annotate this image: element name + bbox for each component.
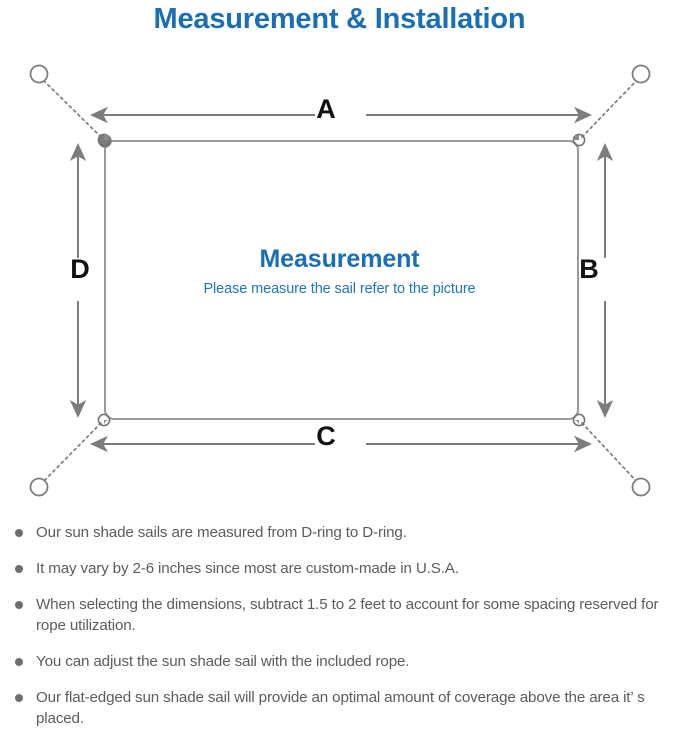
rope-line-top-right bbox=[581, 77, 640, 138]
notes-list: Our sun shade sails are measured from D-… bbox=[0, 522, 679, 729]
anchor-post-top-right bbox=[631, 64, 651, 84]
d-ring-top-left bbox=[97, 133, 112, 148]
bullet-dot-icon bbox=[15, 658, 23, 666]
d-ring-bottom-right bbox=[572, 413, 586, 427]
d-ring-bottom-left bbox=[97, 413, 111, 427]
anchor-post-bottom-left bbox=[29, 477, 49, 497]
sail-rectangle bbox=[104, 140, 579, 420]
measurement-diagram: Measurement Please measure the sail refe… bbox=[0, 46, 679, 508]
note-text: Our flat-edged sun shade sail will provi… bbox=[36, 689, 645, 727]
list-item: You can adjust the sun shade sail with t… bbox=[9, 651, 665, 672]
note-text: You can adjust the sun shade sail with t… bbox=[36, 653, 410, 670]
list-item: It may vary by 2-6 inches since most are… bbox=[9, 558, 665, 579]
rope-line-bottom-left bbox=[40, 422, 102, 485]
bullet-dot-icon bbox=[15, 694, 23, 702]
anchor-post-top-left bbox=[29, 64, 49, 84]
list-item: Our sun shade sails are measured from D-… bbox=[9, 522, 665, 543]
d-ring-top-right bbox=[572, 133, 586, 147]
page-title: Measurement & Installation bbox=[153, 3, 526, 35]
note-text: It may vary by 2-6 inches since most are… bbox=[36, 560, 459, 577]
diagram-svg bbox=[29, 64, 651, 497]
bullet-dot-icon bbox=[15, 601, 23, 609]
note-text: Our sun shade sails are measured from D-… bbox=[36, 524, 407, 541]
rope-line-top-left bbox=[40, 77, 102, 138]
rope-line-bottom-right bbox=[581, 422, 640, 485]
list-item: When selecting the dimensions, subtract … bbox=[9, 594, 665, 636]
note-text: When selecting the dimensions, subtract … bbox=[36, 596, 659, 634]
bullet-dot-icon bbox=[15, 529, 23, 537]
anchor-post-bottom-right bbox=[631, 477, 651, 497]
bullet-dot-icon bbox=[15, 565, 23, 573]
list-item: Our flat-edged sun shade sail will provi… bbox=[9, 687, 665, 729]
